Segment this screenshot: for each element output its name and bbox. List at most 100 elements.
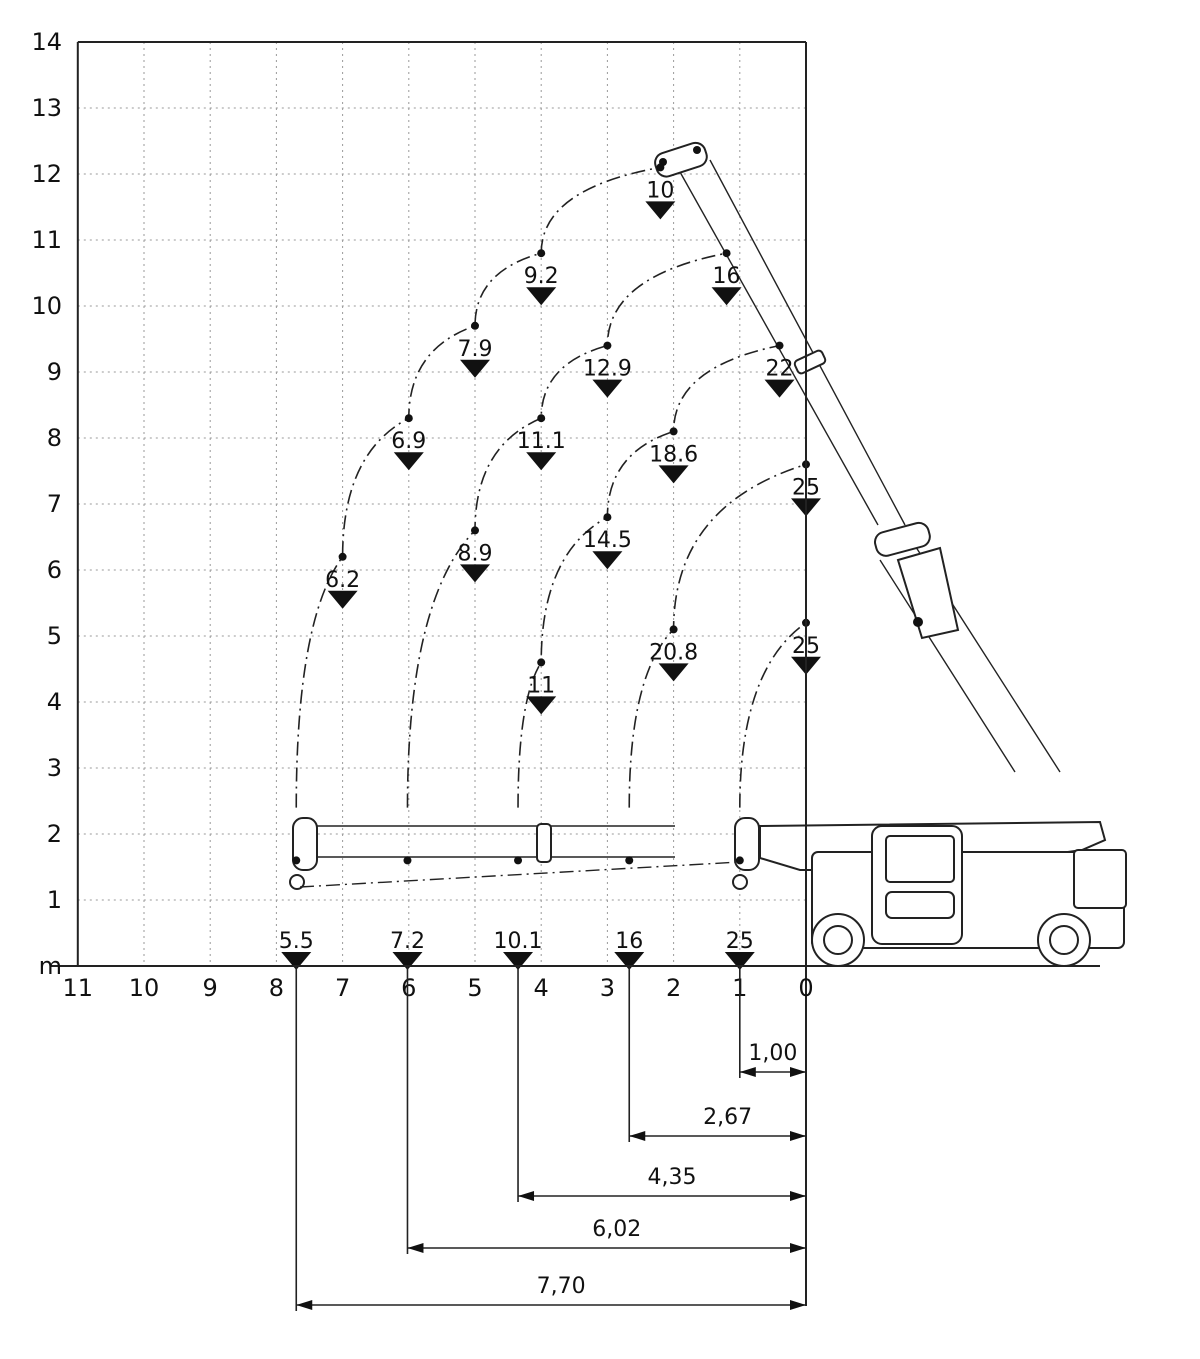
y-tick-label: 8 [47, 424, 62, 452]
load-marker-icon [658, 663, 689, 682]
load-label: 12.9 [583, 357, 632, 382]
load-point [471, 526, 479, 535]
x-tick-label: 6 [401, 974, 416, 1002]
load-marker-icon [645, 201, 676, 220]
dimension-label: 1,00 [748, 1041, 797, 1066]
load-point [775, 341, 784, 350]
dimension-label: 6,02 [592, 1217, 641, 1242]
ground-load-label: 25 [726, 929, 754, 954]
cab-door-icon [885, 891, 955, 919]
x-tick-label: 5 [467, 974, 482, 1002]
x-tick-label: 3 [600, 974, 615, 1002]
dimension-arrow-icon [790, 1191, 806, 1201]
boom-pivot-icon [896, 546, 960, 640]
load-marker-icon [658, 465, 689, 484]
load-marks: 6.26.97.99.2105.58.911.112.9167.21114.51… [279, 163, 821, 970]
load-marker-icon [460, 359, 490, 378]
ground-load-label: 7.2 [390, 929, 425, 954]
x-tick-label: 4 [534, 974, 549, 1002]
y-tick-label: 7 [47, 490, 62, 518]
dimension-arrow-icon [790, 1131, 806, 1141]
load-marker-icon [592, 551, 623, 570]
x-tick-label: 10 [129, 974, 160, 1002]
boom-lower-line-2 [879, 559, 1016, 773]
arc-base-point [292, 856, 301, 865]
ground-load-marker-icon [503, 952, 534, 970]
radius-dimensions: 1,00 2,67 4,35 6,02 7,70 [295, 966, 806, 1311]
load-label: 10 [646, 178, 674, 203]
ground-load-marker-icon [392, 952, 423, 970]
x-tick-label: 8 [269, 974, 284, 1002]
load-label: 22 [766, 357, 794, 382]
y-tick-label: 5 [47, 622, 62, 650]
load-label: 6.9 [391, 429, 426, 454]
load-marker-icon [526, 287, 557, 306]
load-arc [295, 166, 661, 808]
x-tick-label: 7 [335, 974, 350, 1002]
dimension-arrow-icon [739, 1067, 756, 1077]
load-marker-icon [592, 379, 623, 398]
load-marker-icon [526, 696, 557, 715]
load-label: 18.6 [649, 442, 698, 467]
load-marker-icon [460, 564, 490, 583]
x-tick-label: 11 [63, 974, 94, 1002]
y-tick-label: 3 [47, 754, 62, 782]
x-tick-label: 0 [798, 974, 813, 1002]
ground-load-label: 10.1 [494, 929, 543, 954]
y-unit-label: m [39, 952, 62, 980]
load-label: 20.8 [649, 640, 698, 665]
y-tick-label: 13 [31, 94, 62, 122]
dimension-arrow-icon [629, 1131, 646, 1141]
y-tick-label: 12 [31, 160, 62, 188]
load-point [338, 552, 347, 561]
y-tick-label: 11 [31, 226, 62, 254]
load-point [404, 414, 413, 423]
grid [77, 42, 806, 966]
y-tick-label: 4 [47, 688, 62, 716]
y-tick-label: 1 [47, 886, 62, 914]
load-marker-icon [393, 452, 424, 471]
load-marker-icon [526, 452, 557, 471]
load-point [537, 414, 546, 423]
boom-tip-icon [292, 817, 318, 871]
dimension-label: 7,70 [537, 1274, 586, 1299]
ground-load-marker-icon [724, 952, 755, 970]
arc-base-point [625, 856, 634, 865]
load-label: 6.2 [325, 568, 360, 593]
dimension-arrow-icon [518, 1191, 535, 1201]
load-label: 14.5 [583, 528, 632, 553]
arc-base-point [403, 856, 412, 865]
load-label: 16 [713, 264, 741, 289]
load-label: 7.9 [458, 337, 493, 362]
dimension-label: 2,67 [703, 1105, 752, 1130]
truck-engine-icon [1073, 849, 1127, 909]
load-label: 8.9 [458, 541, 493, 566]
boom-upper-line [709, 159, 906, 526]
load-point [669, 427, 678, 436]
y-tick-label: 10 [31, 292, 62, 320]
y-tick-label: 2 [47, 820, 62, 848]
load-point [603, 513, 612, 522]
load-marker-icon [711, 287, 742, 306]
x-tick-label: 2 [666, 974, 681, 1002]
boom-joint-icon [793, 349, 827, 375]
y-tick-label: 6 [47, 556, 62, 584]
load-point [656, 163, 665, 172]
dimension-arrow-icon [296, 1300, 313, 1310]
load-arc [406, 252, 727, 808]
ground-load-label: 5.5 [279, 929, 314, 954]
ground-load-marker-icon [281, 952, 312, 970]
load-point [722, 249, 731, 258]
load-point [537, 249, 546, 258]
load-point [603, 341, 612, 350]
ground-load-marker-icon [614, 952, 645, 970]
hook-block-icon [873, 521, 931, 557]
arc-base-point [735, 856, 744, 865]
load-marker-icon [327, 590, 358, 609]
load-arc [739, 622, 807, 808]
load-label: 11.1 [517, 429, 566, 454]
dimension-arrow-icon [790, 1243, 806, 1253]
dimension-label: 4,35 [648, 1165, 697, 1190]
